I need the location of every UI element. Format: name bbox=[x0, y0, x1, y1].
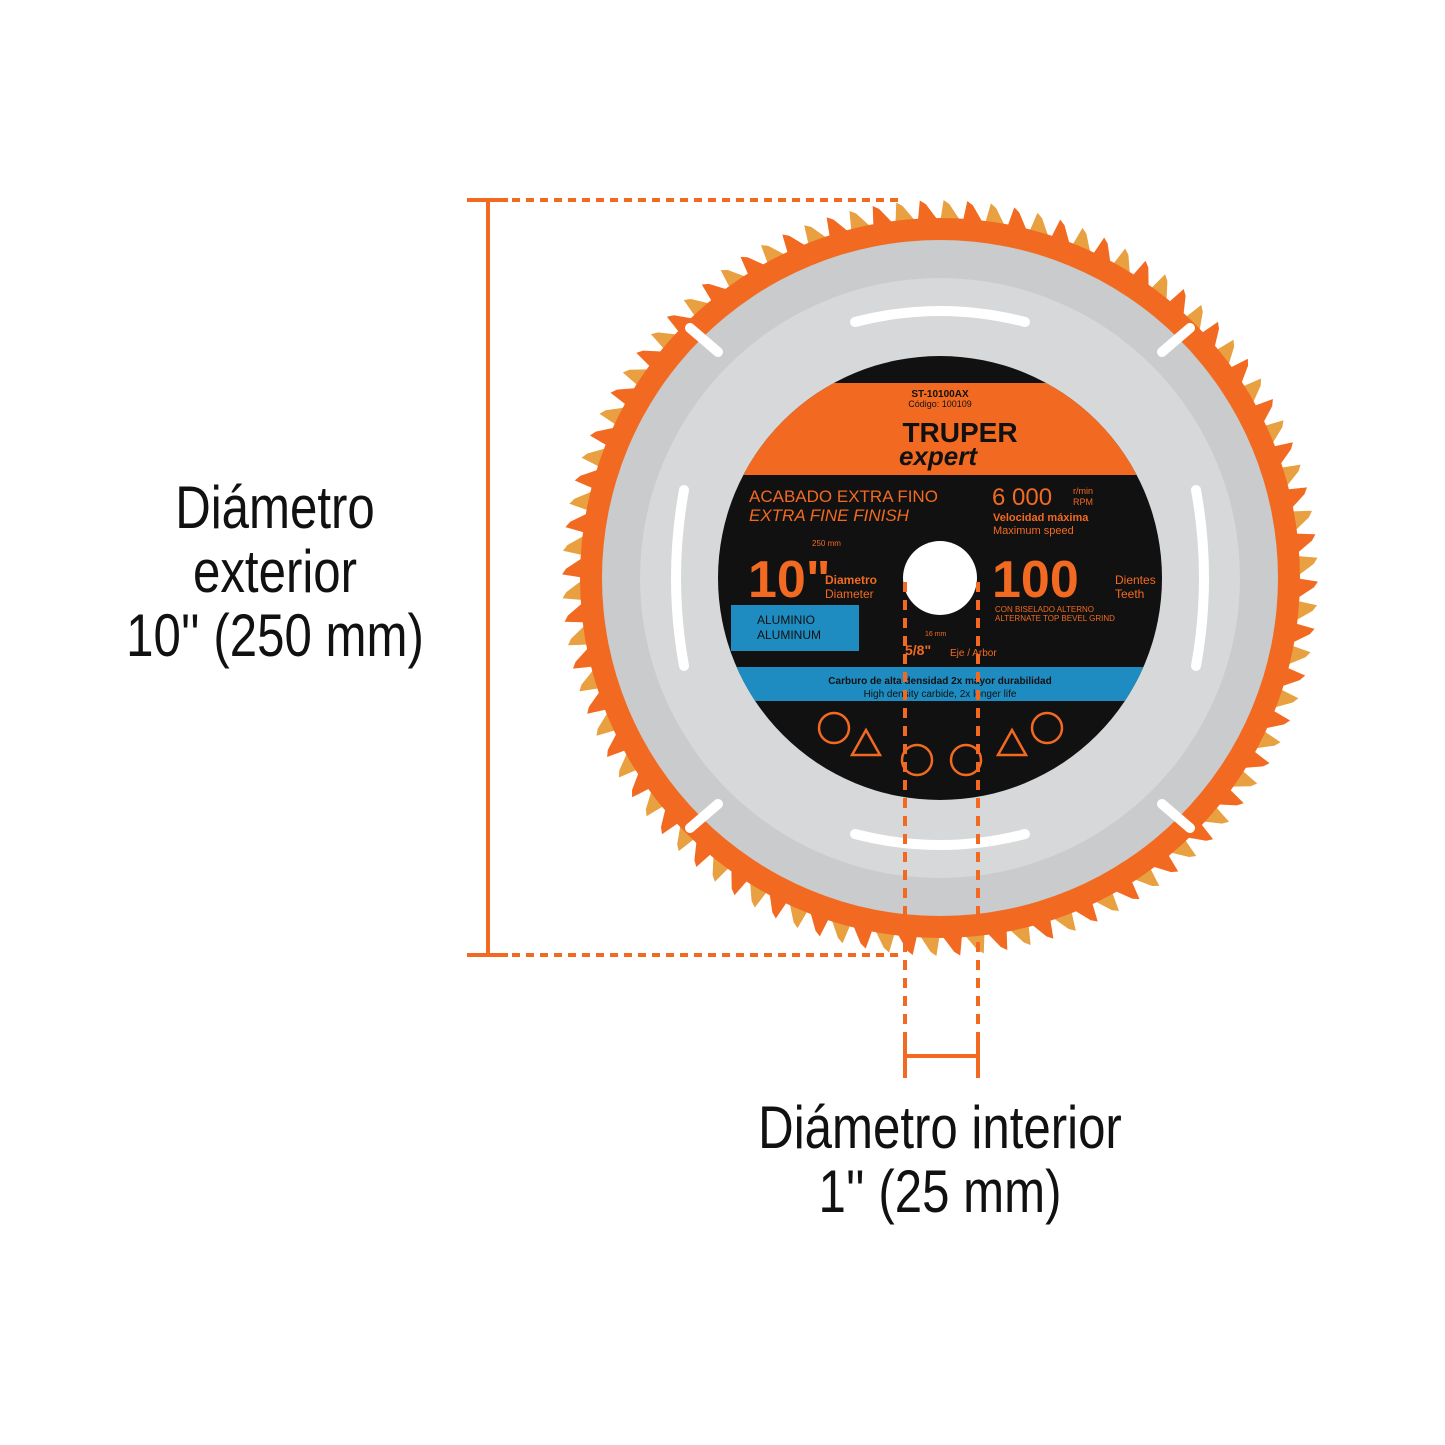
outer-diameter-label: Diámetro exterior 10'' (250 mm) bbox=[99, 476, 452, 668]
expansion-slots bbox=[671, 306, 1209, 850]
code-text: Código: 100109 bbox=[908, 399, 972, 409]
material-es: ALUMINIO bbox=[757, 613, 815, 627]
saw-blade: ST-10100AX Código: 100109 TRUPER expert … bbox=[562, 200, 1318, 956]
blade-tooth bbox=[1294, 555, 1318, 578]
finish-en: EXTRA FINE FINISH bbox=[749, 506, 910, 525]
label-blue-band bbox=[718, 667, 1162, 701]
material-en: ALUMINUM bbox=[757, 628, 821, 642]
teeth-en: Teeth bbox=[1115, 587, 1144, 601]
arbor-hole bbox=[903, 541, 977, 615]
blade-tooth bbox=[1148, 851, 1179, 873]
blade-tooth bbox=[1198, 321, 1219, 352]
blade-tooth bbox=[1239, 378, 1262, 407]
blade-tooth bbox=[740, 256, 769, 279]
blade-tooth bbox=[917, 932, 940, 956]
manual-icon bbox=[817, 711, 851, 745]
helmet-icon bbox=[1030, 711, 1064, 745]
blade-tooth bbox=[661, 804, 682, 835]
arbor-in: 5/8" bbox=[905, 642, 931, 658]
safety-icons bbox=[817, 711, 1064, 777]
arbor-mm: 16 mm bbox=[925, 631, 947, 638]
inner-label-line2: 1'' (25 mm) bbox=[818, 1158, 1062, 1225]
diameter-en: Diameter bbox=[825, 587, 874, 601]
blade-tooth bbox=[761, 245, 789, 267]
brand-sub-logo: expert bbox=[899, 441, 978, 471]
outer-label-line3: 10'' (250 mm) bbox=[126, 602, 424, 669]
outer-label-line1: Diámetro bbox=[175, 474, 375, 541]
blade-tooth bbox=[618, 749, 641, 778]
blade-tooth bbox=[683, 299, 714, 320]
outer-diameter-dimension bbox=[467, 198, 900, 957]
blade-tooth bbox=[1166, 836, 1197, 857]
rpm-value: 6 000 bbox=[992, 484, 1052, 511]
model-text: ST-10100AX bbox=[911, 389, 969, 400]
teeth-value: 100 bbox=[992, 551, 1079, 609]
speed-es: Velocidad máxima bbox=[993, 512, 1089, 524]
rpm-unit: r/min bbox=[1073, 486, 1093, 496]
blade-tooth bbox=[701, 283, 732, 305]
blade-tooth bbox=[562, 578, 586, 601]
teeth-es: Dientes bbox=[1115, 573, 1156, 587]
warning-icon bbox=[849, 727, 883, 757]
outer-label-line2: exterior bbox=[192, 538, 358, 605]
bevel-en: ALTERNATE TOP BEVEL GRIND bbox=[995, 614, 1115, 623]
diameter-es: Diametro bbox=[825, 573, 877, 587]
blade-tooth bbox=[720, 270, 750, 291]
gloves-icon bbox=[900, 743, 934, 777]
speed-en: Maximum speed bbox=[993, 525, 1074, 537]
blade-tooth bbox=[940, 200, 963, 224]
blade-tooth bbox=[1294, 578, 1318, 601]
inner-diameter-dimension bbox=[903, 582, 980, 1078]
finish-es: ACABADO EXTRA FINO bbox=[749, 487, 938, 506]
blade-tooth bbox=[1091, 889, 1119, 911]
blade-tooth bbox=[1227, 358, 1248, 388]
carbide-en: High density carbide, 2x longer life bbox=[864, 689, 1017, 700]
brand-logo: TRUPER bbox=[902, 417, 1017, 448]
inner-label-line1: Diámetro interior bbox=[758, 1094, 1122, 1161]
inner-diameter-label: Diámetro interior 1'' (25 mm) bbox=[694, 1096, 1186, 1224]
diameter-mm: 250 mm bbox=[812, 539, 841, 548]
blade-tooth bbox=[1251, 399, 1273, 427]
blade-tooth bbox=[1111, 877, 1140, 900]
blade-tooth bbox=[1130, 865, 1160, 886]
blade-tooth bbox=[607, 729, 629, 757]
goggles-icon bbox=[949, 743, 983, 777]
bevel-es: CON BISELADO ALTERNO bbox=[995, 605, 1094, 614]
blade-tooth bbox=[940, 932, 963, 956]
blade-tooth bbox=[562, 555, 586, 578]
material-badge bbox=[731, 605, 859, 651]
blade-tooth bbox=[632, 768, 653, 798]
carbide-es: Carburo de alta densidad 2x mayor durabi… bbox=[828, 676, 1051, 687]
warning-icon-2 bbox=[995, 727, 1029, 757]
blade-tooth bbox=[1213, 339, 1235, 370]
diameter-in: 10" bbox=[748, 551, 831, 609]
rpm-unit-2: RPM bbox=[1073, 497, 1093, 507]
blade-tooth bbox=[917, 200, 940, 224]
blade-tooth bbox=[645, 786, 667, 817]
arbor-label: Eje / Arbor bbox=[950, 648, 997, 659]
